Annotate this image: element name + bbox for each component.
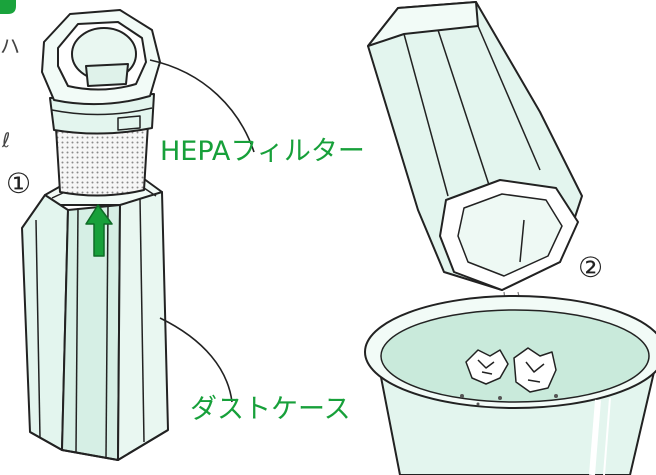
trash-bin-icon xyxy=(365,296,656,475)
tilted-dust-case-icon xyxy=(368,2,582,290)
step-2-marker: ② xyxy=(578,254,603,282)
cropped-text-fragment-mid: ℓ xyxy=(2,130,10,150)
hepa-filter-icon xyxy=(42,10,160,196)
hepa-filter-label: HEPAフィルター xyxy=(160,138,365,165)
dust-case-label: ダストケース xyxy=(190,396,351,423)
step-badge-icon xyxy=(0,0,16,14)
dustcase-leader-line xyxy=(160,318,232,402)
cropped-text-fragment-top: ハ xyxy=(0,36,20,56)
step-1-marker: ① xyxy=(6,170,31,198)
